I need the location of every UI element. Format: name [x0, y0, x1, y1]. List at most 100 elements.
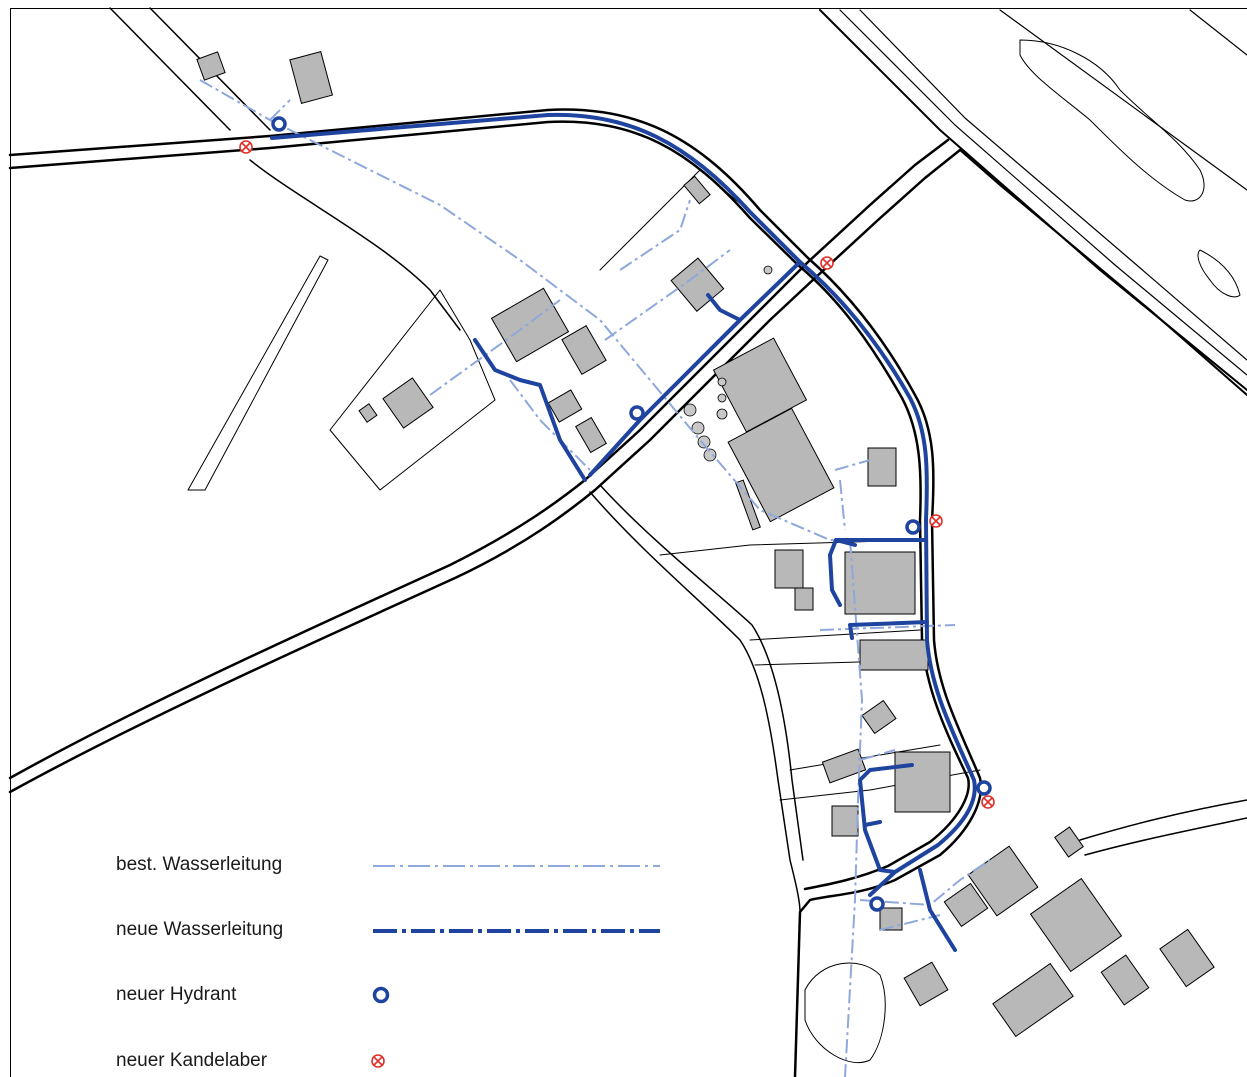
hydrant-ring-icon [905, 519, 921, 535]
tank [697, 435, 711, 449]
existing-line [509, 379, 591, 471]
motorway-island [1019, 39, 1205, 202]
motorway-edge-3 [859, 9, 1247, 361]
roads [8, 7, 1247, 1077]
building [879, 907, 903, 931]
legend-label-new-hydrant: neuer Hydrant [116, 984, 237, 1005]
motorway-edge-2 [839, 9, 1247, 376]
building [358, 403, 378, 423]
tank [683, 403, 697, 417]
building [561, 324, 607, 376]
building [683, 175, 711, 205]
tank [717, 377, 727, 387]
building [490, 287, 570, 363]
hydrants [271, 116, 992, 912]
existing-water-lines [199, 79, 991, 1077]
plot-boundaries [329, 169, 981, 801]
side-road-east [599, 484, 804, 861]
new-line-branch [863, 820, 882, 827]
north-lane-2 [249, 159, 461, 331]
candelabra-circled-x-icon [239, 140, 253, 154]
building [735, 479, 761, 531]
motorway-edge-4 [959, 149, 1247, 396]
new-line-branch [848, 620, 929, 640]
building [1029, 877, 1123, 973]
new-line-branch [828, 538, 928, 607]
building [861, 699, 897, 735]
building [859, 639, 929, 671]
motorway-island-2 [1197, 249, 1241, 298]
tank [717, 393, 727, 403]
building [774, 549, 804, 589]
motorway-edge-6 [1189, 9, 1247, 56]
new-line-main [270, 112, 977, 897]
tank [716, 408, 728, 420]
building [1100, 954, 1150, 1006]
building [943, 882, 989, 928]
new-line-branch [588, 260, 802, 477]
building [1054, 826, 1084, 858]
side-road-west [589, 491, 801, 913]
new-line-branch [706, 293, 742, 322]
building [727, 407, 835, 523]
hydrant-ring-icon [869, 896, 885, 912]
building [831, 805, 859, 837]
candelabras [239, 140, 995, 809]
hydrant-ring-icon [976, 780, 992, 796]
east-road [1079, 799, 1247, 856]
new-line-branch [473, 338, 587, 482]
field-strip [187, 255, 329, 491]
legend-hydrant-icon [372, 986, 390, 1004]
existing-line [879, 914, 941, 931]
tank [763, 265, 773, 275]
existing-line [619, 199, 691, 271]
main-road-north-edge [8, 108, 983, 1077]
existing-line [859, 859, 991, 907]
building [1159, 928, 1215, 988]
existing-line [199, 79, 900, 541]
hydrant-ring-icon [629, 405, 645, 421]
hydrant-ring-icon [271, 116, 287, 132]
building [867, 447, 897, 487]
building [547, 389, 583, 423]
building [992, 962, 1074, 1038]
building [894, 751, 951, 813]
main-road-south-edge [8, 120, 970, 891]
candelabra-circled-x-icon [929, 514, 943, 528]
existing-line [859, 749, 896, 761]
tank [703, 448, 717, 462]
building [903, 961, 949, 1007]
existing-line [834, 459, 871, 531]
legend-label-existing-water-line: best. Wasserleitung [116, 854, 283, 875]
building [382, 377, 434, 429]
candelabra-circled-x-icon [820, 256, 834, 270]
new-line-branch [858, 763, 914, 874]
legend-symbols [371, 865, 660, 1068]
building [196, 51, 226, 81]
new-line-branch [834, 538, 857, 547]
building [844, 551, 916, 615]
existing-line [844, 539, 864, 1077]
tanks [683, 265, 773, 462]
legend-label-new-water-line: neue Wasserleitung [116, 919, 284, 940]
buildings [196, 50, 1215, 1038]
new-line-branch [918, 868, 957, 952]
existing-line [429, 299, 561, 396]
south-loop [804, 962, 886, 1064]
new-water-lines [270, 112, 977, 952]
existing-line [604, 249, 731, 341]
building [289, 50, 334, 104]
existing-line [819, 624, 956, 631]
tank [691, 421, 705, 435]
motorway-edge-5 [999, 9, 1247, 191]
building [575, 416, 607, 454]
candelabra-circled-x-icon [981, 795, 995, 809]
diagonal-road-south-edge [8, 148, 962, 794]
motorway-edge-1 [819, 9, 1247, 391]
legend-candelabra-icon [371, 1054, 385, 1068]
legend-label-new-candelabra: neuer Kandelaber [116, 1050, 268, 1071]
north-lane [109, 7, 271, 131]
building [794, 587, 814, 611]
existing-line [269, 99, 291, 121]
